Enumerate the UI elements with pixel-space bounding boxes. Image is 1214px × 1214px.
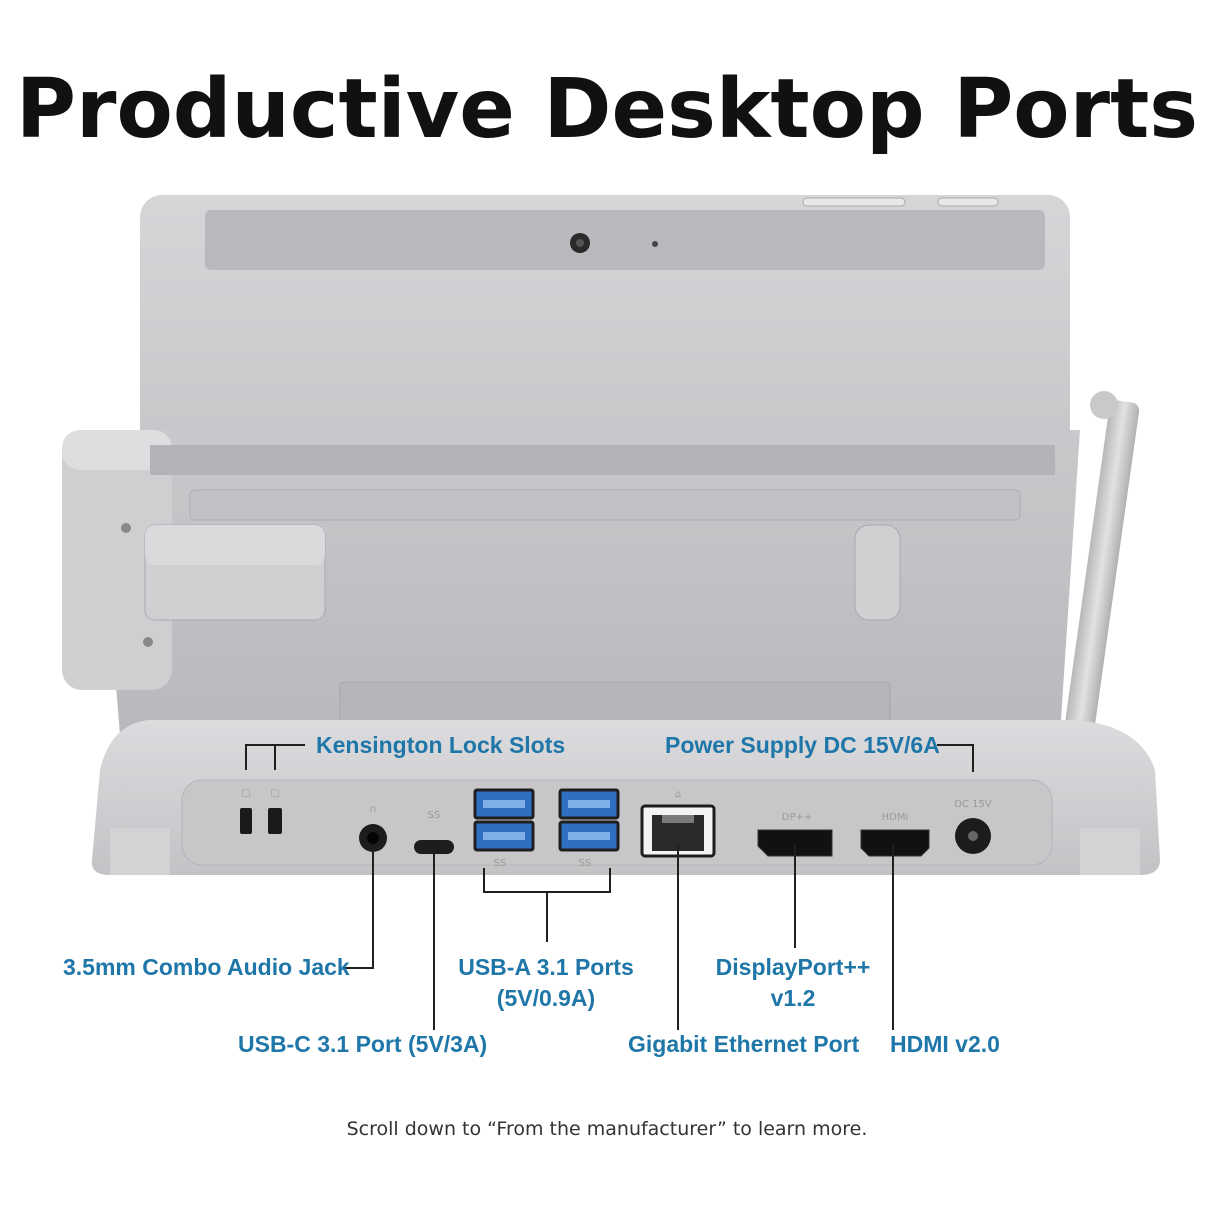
label-usb-a: USB-A 3.1 Ports (5V/0.9A) <box>445 952 647 1014</box>
ss-mark: SS <box>579 858 592 869</box>
label-hdmi: HDMI v2.0 <box>890 1031 1000 1057</box>
page-title: Productive Desktop Ports <box>15 62 1199 157</box>
stylus-pen <box>1064 391 1140 735</box>
label-usb-c: USB-C 3.1 Port (5V/3A) <box>238 1031 488 1057</box>
label-usb-a-line2: (5V/0.9A) <box>496 985 596 1011</box>
label-power-supply: Power Supply DC 15V/6A <box>665 732 940 758</box>
dc-power-jack: DC 15V <box>954 799 992 854</box>
ethernet-port: ⌂ <box>640 789 716 858</box>
power-button <box>937 197 999 207</box>
hdmi-port: HDMI <box>860 812 930 857</box>
tablet <box>140 195 1070 485</box>
footer-note: Scroll down to “From the manufacturer” t… <box>346 1118 868 1140</box>
headphones-icon: ∩ <box>369 804 376 815</box>
dp-mark: DP++ <box>782 812 813 823</box>
ss-mark: SS <box>494 858 507 869</box>
label-ethernet: Gigabit Ethernet Port <box>628 1031 860 1057</box>
callout-lines <box>245 744 974 1030</box>
dc-mark: DC 15V <box>954 799 992 810</box>
label-audio-jack: 3.5mm Combo Audio Jack <box>63 954 350 980</box>
audio-jack: ∩ <box>359 804 387 852</box>
lock-icon: ☐ <box>242 789 251 800</box>
lock-icon: ☐ <box>271 789 280 800</box>
label-usb-a-line1: USB-A 3.1 Ports <box>458 954 634 980</box>
usb-a-ports: SS SS <box>473 788 620 869</box>
kensington-lock-slots: ☐ ☐ <box>240 789 282 834</box>
label-displayport: DisplayPort++ v1.2 <box>705 952 881 1014</box>
dock-base <box>91 720 1160 875</box>
ss-mark: SS <box>428 810 441 821</box>
label-displayport-line1: DisplayPort++ <box>715 954 871 980</box>
label-kensington: Kensington Lock Slots <box>316 732 566 758</box>
network-icon: ⌂ <box>675 789 681 800</box>
hdmi-mark: HDMI <box>882 812 909 823</box>
displayport-port: DP++ <box>757 812 833 857</box>
volume-button <box>802 197 906 207</box>
label-displayport-line2: v1.2 <box>770 985 816 1011</box>
usb-c-port: SS <box>414 810 454 854</box>
dock-stand <box>62 430 1080 735</box>
